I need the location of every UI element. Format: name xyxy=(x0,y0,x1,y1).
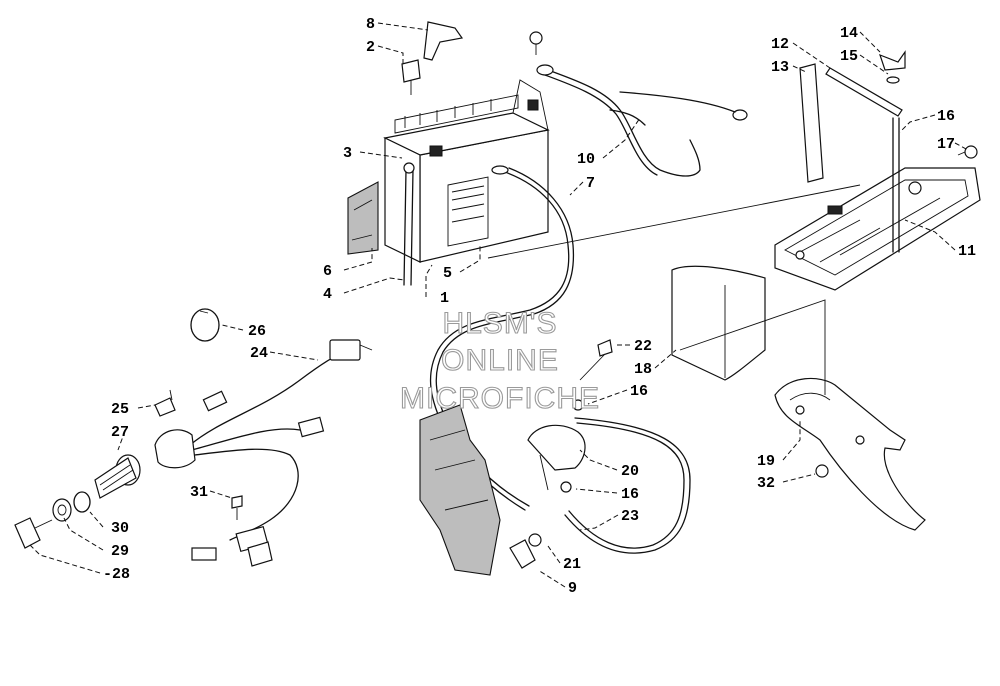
callout-5: 5 xyxy=(443,265,452,282)
callout-3: 3 xyxy=(343,145,352,162)
washer-16b xyxy=(572,399,584,411)
callout-31: 31 xyxy=(190,484,208,501)
screw-31 xyxy=(231,495,243,520)
watermark-line-1: HLSM'S xyxy=(442,307,557,340)
callout-13: 13 xyxy=(771,59,789,76)
wing-nut xyxy=(879,50,906,84)
callout-16-nut: 16 xyxy=(621,486,639,503)
callout-7: 7 xyxy=(586,175,595,192)
tray-rod xyxy=(892,117,900,253)
mounting-bracket xyxy=(774,377,926,531)
callout-12: 12 xyxy=(771,36,789,53)
ignition-key xyxy=(14,517,53,549)
callout-24: 24 xyxy=(250,345,268,362)
callout-19: 19 xyxy=(757,453,775,470)
bolt-22 xyxy=(579,339,613,381)
connector-25 xyxy=(154,389,176,417)
ignition-switch xyxy=(94,429,196,499)
small-screw-top xyxy=(529,31,543,55)
terminal-boot xyxy=(423,21,464,61)
terminal-bolt xyxy=(401,59,421,95)
nut-29 xyxy=(52,498,72,522)
wiring-harness xyxy=(189,339,373,567)
callout-9: 9 xyxy=(568,580,577,597)
callouts: 8 2 3 6 4 5 1 10 7 14 12 15 13 16 17 11 … xyxy=(103,16,976,597)
callout-10: 10 xyxy=(577,151,595,168)
boot-9 xyxy=(509,539,536,569)
callout-30: 30 xyxy=(111,520,129,537)
tray-strap-left xyxy=(799,63,824,183)
callout-23: 23 xyxy=(621,508,639,525)
callout-25: 25 xyxy=(111,401,129,418)
callout-18: 18 xyxy=(634,361,652,378)
callout-14: 14 xyxy=(840,25,858,42)
callout-26: 26 xyxy=(248,323,266,340)
vent-tube xyxy=(403,162,415,286)
negative-cable xyxy=(536,64,748,177)
callout-20: 20 xyxy=(621,463,639,480)
callout-29: 29 xyxy=(111,543,129,560)
starter-solenoid xyxy=(527,424,586,491)
watermark-line-2: ONLINE xyxy=(441,344,559,377)
battery-hold-plate xyxy=(347,181,379,255)
nut-21 xyxy=(528,533,542,547)
callout-2: 2 xyxy=(366,39,375,56)
callout-8: 8 xyxy=(366,16,375,33)
snap-ring xyxy=(190,308,220,342)
tray-strap-top xyxy=(825,67,903,117)
battery-shield xyxy=(671,265,766,381)
washer-30 xyxy=(73,491,91,513)
starter-cable xyxy=(564,417,691,554)
battery-tray xyxy=(774,167,981,291)
nut-32 xyxy=(815,464,829,478)
leader-lines xyxy=(29,22,969,588)
callout-27: 27 xyxy=(111,424,129,441)
callout-16-solenoid: 16 xyxy=(630,383,648,400)
callout-6: 6 xyxy=(323,263,332,280)
callout-1: 1 xyxy=(440,290,449,307)
callout-16: 16 xyxy=(937,108,955,125)
watermark-line-3: MICROFICHE xyxy=(400,382,600,415)
callout-17: 17 xyxy=(937,136,955,153)
callout-32: 32 xyxy=(757,475,775,492)
watermark: HLSM'S ONLINE MICROFICHE xyxy=(399,306,600,415)
nut-16c xyxy=(560,481,572,493)
engine-fragment xyxy=(419,404,501,576)
callout-21: 21 xyxy=(563,556,581,573)
callout-28: -28 xyxy=(103,566,130,583)
callout-15: 15 xyxy=(840,48,858,65)
screw-17 xyxy=(957,145,978,159)
callout-4: 4 xyxy=(323,286,332,303)
callout-11: 11 xyxy=(958,243,976,260)
callout-22: 22 xyxy=(634,338,652,355)
